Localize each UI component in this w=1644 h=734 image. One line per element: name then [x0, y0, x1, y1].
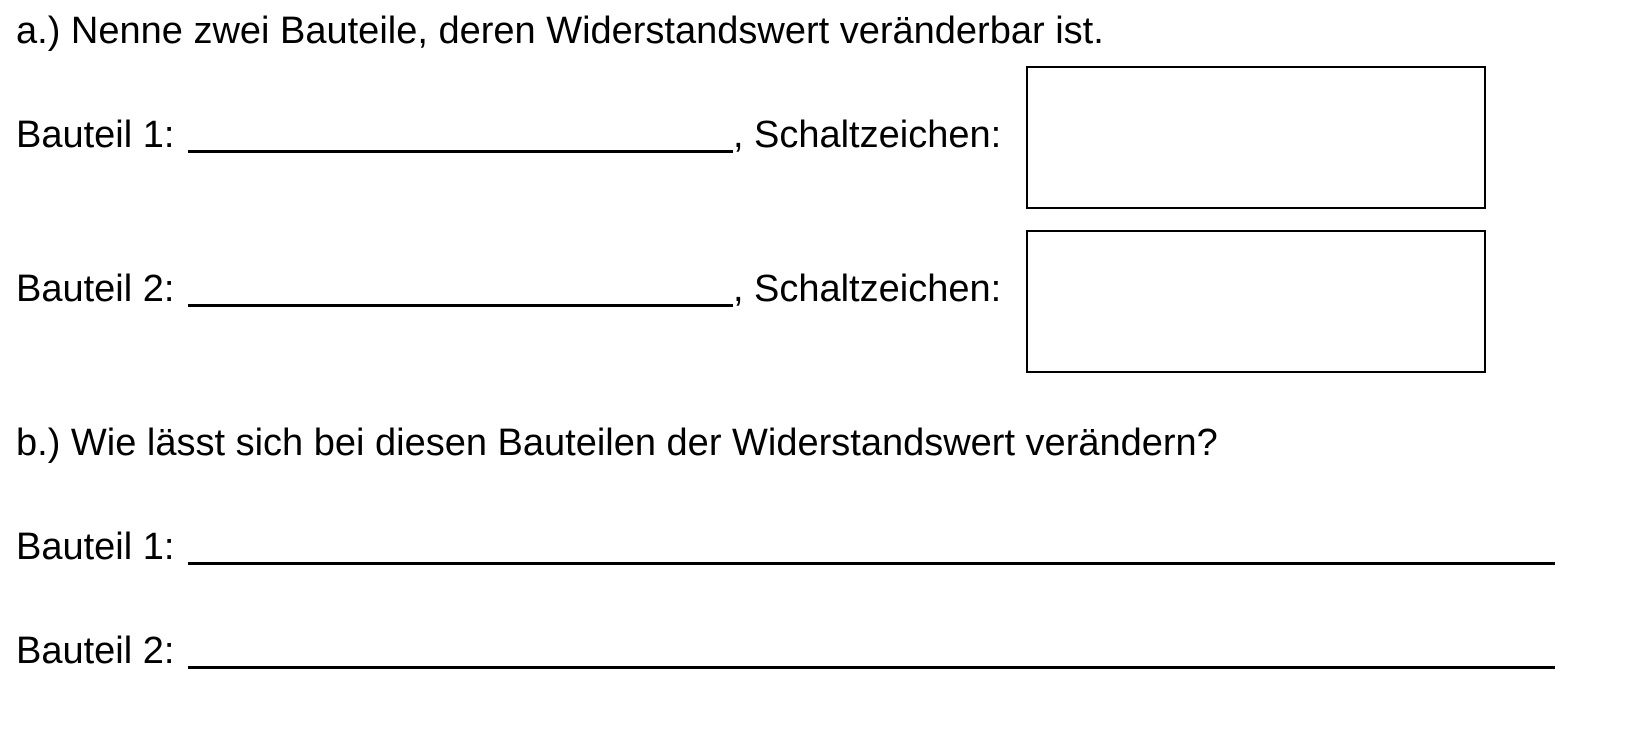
part-b-row2-label: Bauteil 2:	[16, 630, 175, 672]
part-a-row2-separator: ,	[733, 268, 744, 310]
part-b-row2-answer-line[interactable]	[188, 666, 1555, 669]
part-b-row1-label: Bauteil 1:	[16, 526, 175, 568]
part-b-row1-answer-line[interactable]	[188, 562, 1555, 565]
part-a-row1-symbol-label: Schaltzeichen:	[754, 114, 1002, 156]
part-a-row1-answer-line[interactable]	[188, 150, 733, 153]
question-b: b.) Wie lässt sich bei diesen Bauteilen …	[16, 422, 1218, 464]
question-a: a.) Nenne zwei Bauteile, deren Widerstan…	[16, 10, 1104, 52]
part-a-row2-symbol-label: Schaltzeichen:	[754, 268, 1002, 310]
part-a-row1-separator: ,	[733, 114, 744, 156]
part-a-row2-label: Bauteil 2:	[16, 268, 175, 310]
part-a-row1-label: Bauteil 1:	[16, 114, 175, 156]
part-a-row1-symbol-box[interactable]	[1026, 66, 1486, 209]
part-a-row2-answer-line[interactable]	[188, 304, 733, 307]
part-a-row2-symbol-box[interactable]	[1026, 230, 1486, 373]
